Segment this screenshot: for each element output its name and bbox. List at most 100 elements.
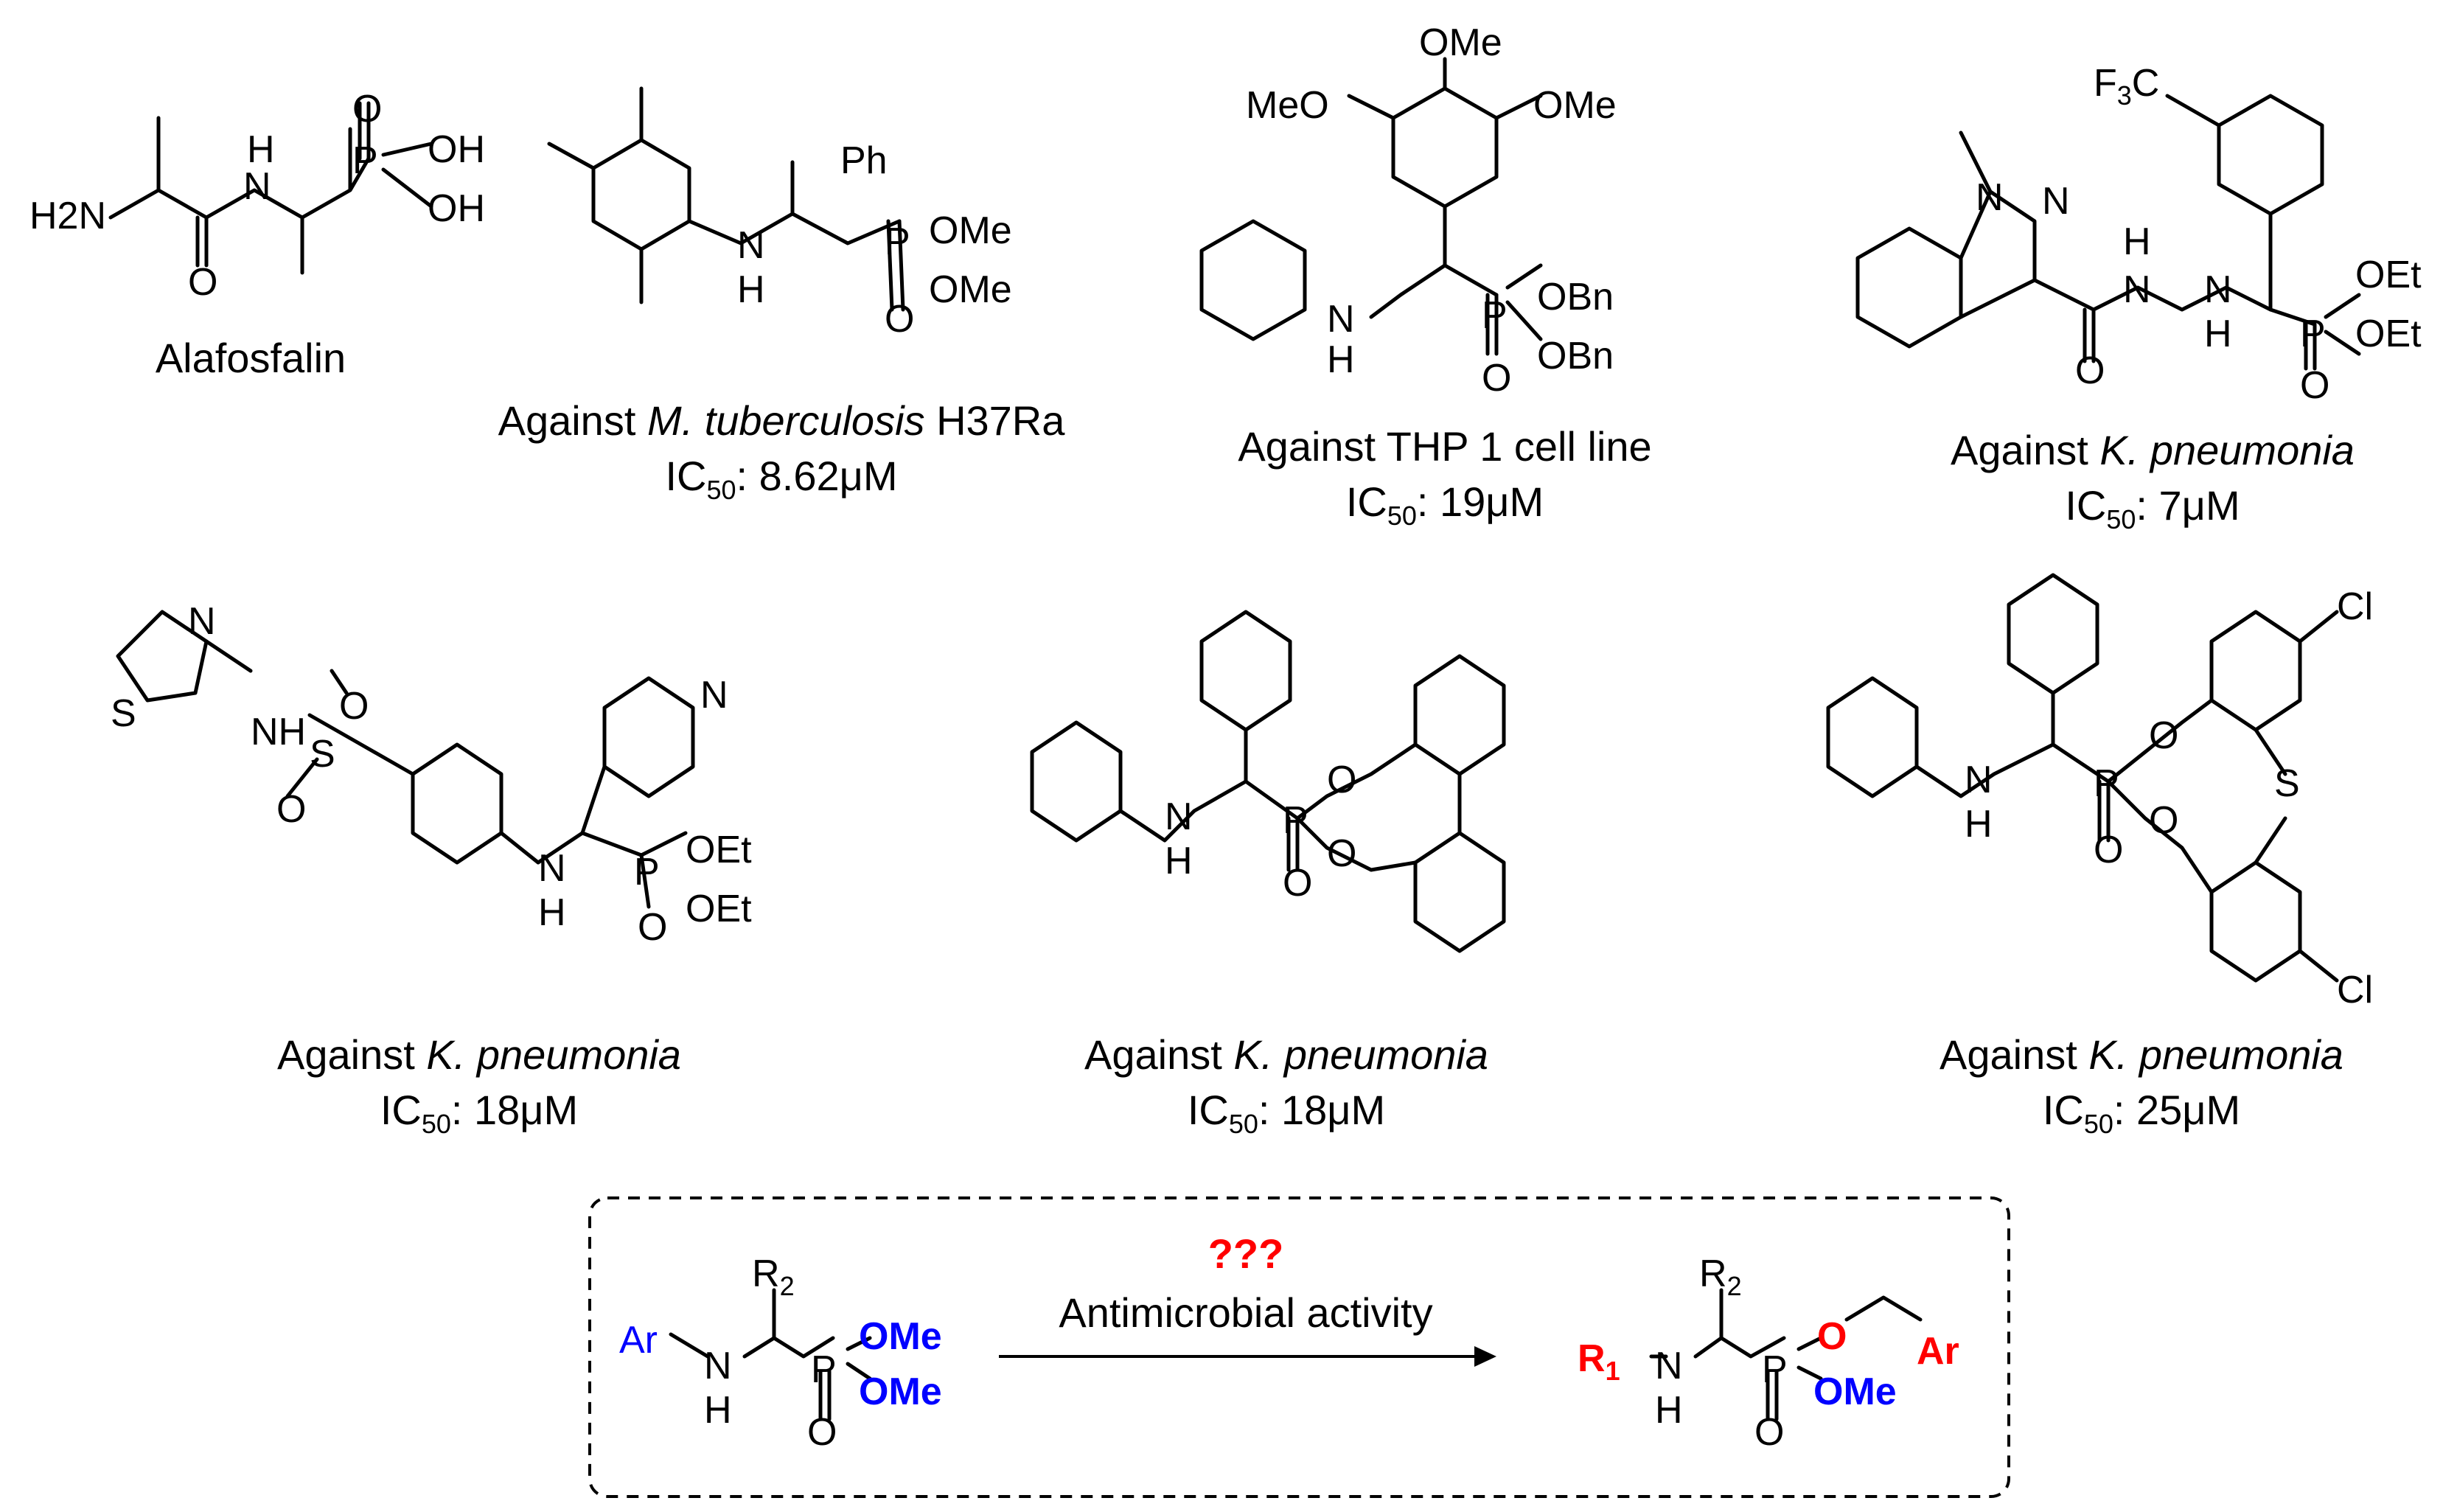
atom-p: P bbox=[634, 851, 660, 893]
atom-oh-1: OH bbox=[428, 128, 485, 171]
scheme-left-ar: Ar bbox=[619, 1319, 658, 1362]
question-marks: ??? bbox=[1208, 1230, 1284, 1277]
compound-3-structure: OMe MeO OMe N H P O OBn OBn Against THP … bbox=[1199, 21, 1652, 531]
scheme-right-ome: OMe bbox=[1813, 1370, 1897, 1413]
hypothesis-scheme: Ar N H R2 P O OMe OMe ??? Antimicrobial … bbox=[588, 1196, 2010, 1498]
atom-cl-1: Cl bbox=[2337, 585, 2373, 628]
atom-o-1: O bbox=[1327, 759, 1356, 801]
atom-o: O bbox=[2075, 349, 2105, 392]
dashed-box bbox=[588, 1196, 2010, 1498]
caption-compound-7: Against K. pneumonia bbox=[1940, 1031, 2343, 1078]
atom-h1: H bbox=[2123, 220, 2151, 263]
caption-compound-4: Against K. pneumonia bbox=[1951, 427, 2355, 473]
scheme-right-o-ester: O bbox=[1817, 1315, 1847, 1358]
scheme-left-p: P bbox=[811, 1348, 837, 1391]
reaction-arrow-head bbox=[1474, 1346, 1496, 1367]
ic50-compound-5: IC50: 18μM bbox=[380, 1087, 578, 1139]
compound-2-structure: Ph N H P O OMe OMe Against M. tuberculos… bbox=[498, 86, 1065, 505]
scheme-left-r2: R2 bbox=[752, 1253, 795, 1301]
atom-o: O bbox=[885, 298, 914, 341]
scheme-right-p: P bbox=[1762, 1348, 1788, 1391]
atom-n: N bbox=[1965, 759, 1993, 801]
scheme-right-h: H bbox=[1655, 1389, 1683, 1432]
atom-nh2: N bbox=[2204, 268, 2232, 311]
atom-h: H bbox=[1327, 338, 1355, 381]
atom-s: S bbox=[310, 733, 335, 776]
atom-p: P bbox=[885, 220, 910, 263]
compound-6-structure: N H P O O O Against K. pneumonia IC50: 1… bbox=[1030, 610, 1506, 1139]
atom-cf3: F3C bbox=[2094, 62, 2159, 111]
atom-oet-2: OEt bbox=[2355, 313, 2422, 355]
scheme-right-n: N bbox=[1655, 1345, 1683, 1387]
atom-oh-2: OH bbox=[428, 187, 485, 230]
atom-o-1: O bbox=[2149, 714, 2178, 757]
ic50-compound-6: IC50: 18μM bbox=[1188, 1087, 1385, 1139]
scheme-left-ome-2: OMe bbox=[859, 1370, 942, 1413]
atom-nh1: N bbox=[2123, 268, 2151, 311]
atom-ome-2: OMe bbox=[929, 268, 1012, 311]
atom-p: P bbox=[1482, 294, 1508, 337]
compound-7-structure: N H P O O O S Cl Cl Against K. pneumonia… bbox=[1826, 573, 2373, 1139]
atom-h: H bbox=[1165, 840, 1193, 882]
atom-p: P bbox=[2300, 313, 2326, 355]
atom-n: N bbox=[538, 847, 566, 890]
ic50-compound-3: IC50: 19μM bbox=[1346, 478, 1544, 531]
atom-o: O bbox=[638, 906, 667, 949]
compound-4-structure: F3C N N O N H N H P O OEt OEt Against K.… bbox=[1855, 62, 2422, 534]
atom-n: N bbox=[1327, 298, 1355, 341]
atom-s: S bbox=[2274, 762, 2300, 805]
atom-p: P bbox=[2094, 762, 2119, 805]
arrow-label: Antimicrobial activity bbox=[1059, 1289, 1432, 1336]
alafosfalin-structure: H2N N H O P O OH OH Alafosfalin bbox=[29, 88, 485, 381]
atom-o-2: O bbox=[1327, 832, 1356, 875]
atom-o-2: O bbox=[276, 788, 306, 831]
atom-o: O bbox=[2094, 829, 2123, 871]
scheme-right-ar: Ar bbox=[1917, 1330, 1959, 1373]
atom-o-1: O bbox=[339, 685, 369, 728]
atom-p: P bbox=[352, 139, 378, 182]
compound-5-structure: N S NH S O O N N H P O OEt OEt Against K… bbox=[111, 600, 752, 1139]
atom-meo: MeO bbox=[1246, 84, 1329, 127]
atom-n: N bbox=[243, 165, 271, 208]
atom-o: O bbox=[188, 261, 217, 304]
atom-n: N bbox=[1165, 795, 1193, 838]
caption-compound-3: Against THP 1 cell line bbox=[1238, 423, 1651, 470]
ic50-compound-2: IC50: 8.62μM bbox=[665, 453, 897, 505]
atom-thiazole-n: N bbox=[188, 600, 216, 643]
atom-h: H bbox=[538, 891, 566, 934]
atom-ome-1: OMe bbox=[929, 209, 1012, 252]
atom-nh: NH bbox=[251, 711, 306, 753]
scheme-left-h: H bbox=[704, 1389, 732, 1432]
atom-oet-2: OEt bbox=[686, 888, 752, 930]
atom-cl-2: Cl bbox=[2337, 969, 2373, 1011]
atom-o-2: O bbox=[2149, 799, 2178, 842]
atom-pyridine-n: N bbox=[700, 674, 728, 717]
atom-obn-2: OBn bbox=[1537, 335, 1614, 377]
atom-ome-right: OMe bbox=[1533, 84, 1617, 127]
atom-h: H bbox=[247, 128, 275, 171]
ic50-compound-7: IC50: 25μM bbox=[2043, 1087, 2240, 1139]
scheme-left-ome-1: OMe bbox=[859, 1315, 942, 1358]
scheme-right-r2: R2 bbox=[1699, 1253, 1742, 1301]
atom-n: N bbox=[737, 224, 765, 267]
atom-oet-1: OEt bbox=[2355, 254, 2422, 296]
atom-o: O bbox=[1283, 862, 1312, 905]
atom-o-double: O bbox=[2300, 364, 2329, 407]
atom-oet-1: OEt bbox=[686, 829, 752, 871]
scheme-left-n: N bbox=[704, 1345, 732, 1387]
atom-n1: N bbox=[1976, 176, 2004, 219]
atom-h2n: H2N bbox=[29, 195, 106, 237]
caption-compound-5: Against K. pneumonia bbox=[277, 1031, 681, 1078]
atom-p: P bbox=[1283, 799, 1308, 842]
caption-alafosfalin: Alafosfalin bbox=[156, 335, 346, 381]
scheme-right-o: O bbox=[1754, 1411, 1784, 1454]
atom-obn-1: OBn bbox=[1537, 276, 1614, 318]
ic50-compound-4: IC50: 7μM bbox=[2065, 482, 2240, 534]
atom-ph: Ph bbox=[840, 139, 888, 182]
scheme-left-o: O bbox=[807, 1411, 837, 1454]
atom-h2: H bbox=[2204, 313, 2232, 355]
caption-compound-6: Against K. pneumonia bbox=[1084, 1031, 1488, 1078]
atom-o: O bbox=[1482, 357, 1511, 400]
atom-h: H bbox=[737, 268, 765, 311]
